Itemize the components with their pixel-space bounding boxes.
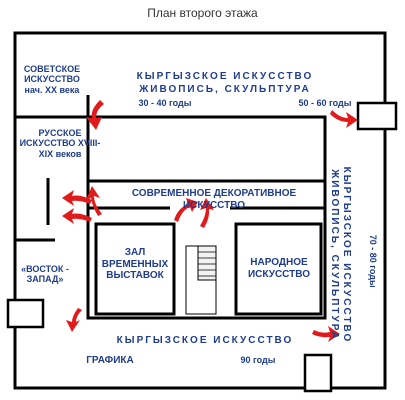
arrow-icon — [174, 198, 198, 222]
room-label-kyrgyz-top-2: ЖИВОПИСЬ, СКУЛЬПТУРА — [139, 84, 311, 95]
room-label-kyrgyz-bottom: КЫРГЫЗСКОЕ ИСКУССТВО — [116, 335, 294, 346]
room-label-folk: НАРОДНОЕ ИСКУССТВО — [247, 257, 311, 280]
room-label-graphics: ГРАФИКА — [86, 355, 134, 366]
arrow-icon — [330, 110, 358, 128]
room-label-modern-decorative: СОВРЕМЕННОЕ ДЕКОРАТИВНОЕ ИСКУССТВО — [131, 188, 297, 211]
room-label-kyrgyz-right: КЫРГЫЗСКОЕ ИСКУССТВО ЖИВОПИСЬ, СКУЛЬПТУР… — [318, 135, 353, 375]
annex-top-right — [356, 101, 398, 131]
room-label-temporary: ЗАЛ ВРЕМЕННЫХ ВЫСТАВОК — [101, 247, 169, 281]
years-50-60: 50 - 60 годы — [298, 98, 352, 108]
kyrgyz-right-line-2: ЖИВОПИСЬ, СКУЛЬПТУРА — [329, 169, 341, 341]
arrow-icon — [62, 190, 92, 206]
kyrgyz-right-line-1: КЫРГЫЗСКОЕ ИСКУССТВО — [341, 166, 352, 344]
arrow-icon — [86, 100, 104, 130]
staircase — [185, 245, 217, 315]
arrow-icon — [86, 186, 102, 216]
room-folk — [234, 222, 323, 316]
room-temporary — [94, 222, 176, 316]
outer-wall — [13, 31, 387, 390]
arrow-icon — [62, 208, 92, 224]
room-label-russian: РУССКОЕ ИСКУССТВО XVIII-XIX веков — [19, 128, 101, 159]
years-90: 90 годы — [240, 355, 276, 365]
room-label-kyrgyz-top-1: КЫРГЫЗСКОЕ ИСКУССТВО — [136, 71, 314, 82]
annex-bottom-right — [303, 353, 333, 393]
room-label-soviet: СОВЕТСКОЕ ИСКУССТВО нач. XX века — [23, 64, 81, 95]
annex-left — [6, 298, 45, 329]
arrow-icon — [200, 198, 214, 228]
arrow-icon — [66, 308, 82, 332]
years-70-80: 70 - 80 годы — [368, 234, 379, 288]
direction-arrows — [62, 100, 358, 342]
years-30-40: 30 - 40 годы — [138, 98, 192, 108]
arrow-icon — [312, 326, 340, 342]
room-label-east-west: «ВОСТОК - ЗАПАД» — [21, 264, 69, 285]
plan-title: План второго этажа — [147, 6, 258, 20]
